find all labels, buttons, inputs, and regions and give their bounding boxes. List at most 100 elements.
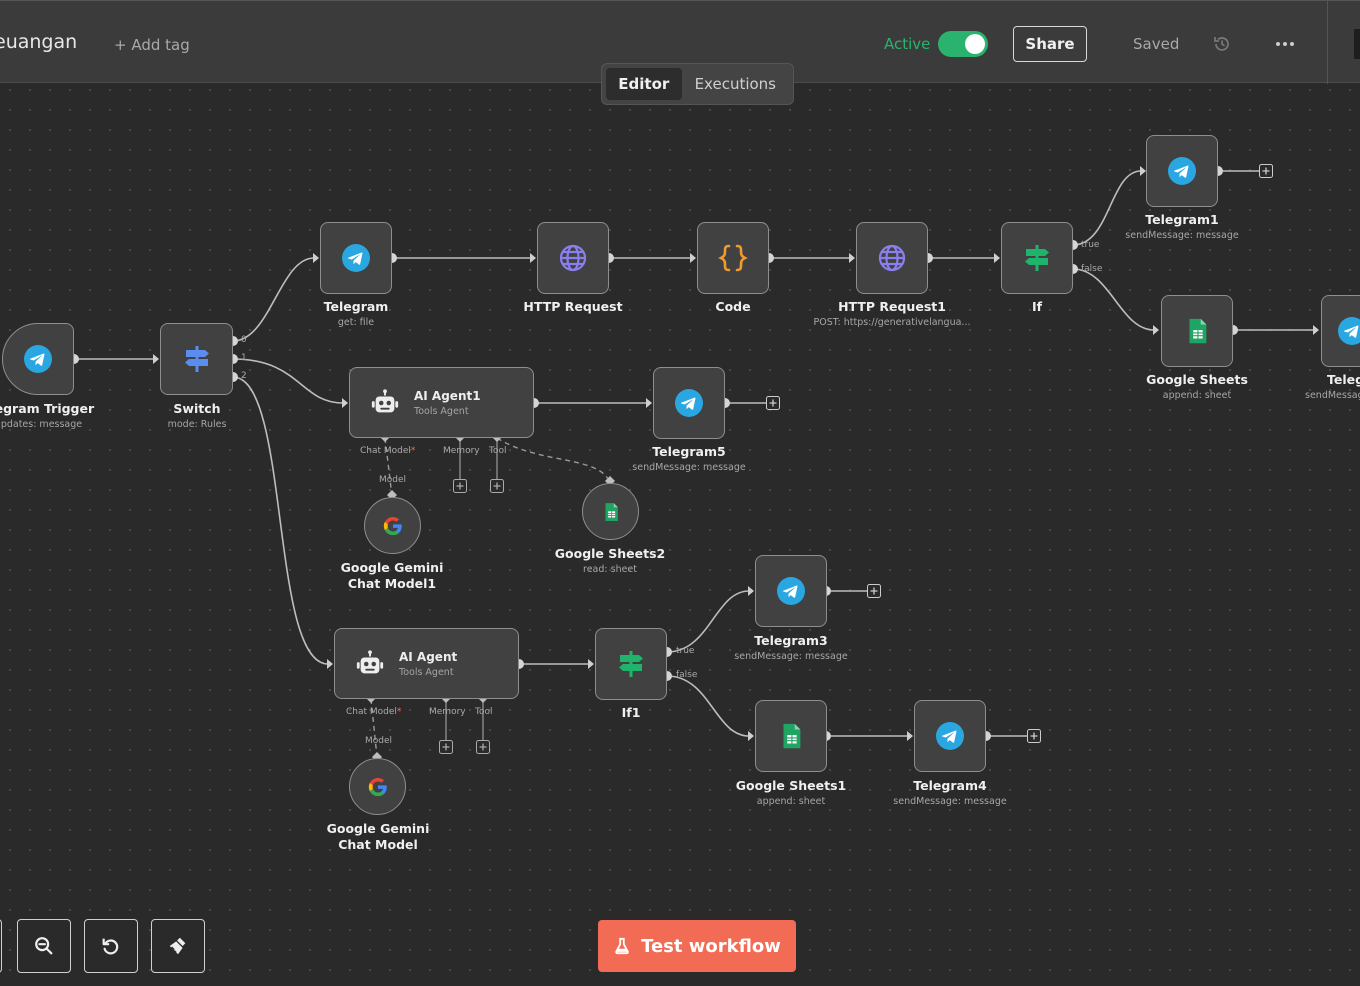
google-sheets-icon bbox=[783, 723, 801, 749]
connection bbox=[666, 675, 750, 737]
node-telegram1[interactable] bbox=[1146, 135, 1218, 207]
add-node-plus[interactable] bbox=[766, 396, 780, 410]
node-telegram4[interactable] bbox=[914, 700, 986, 772]
node-label: If bbox=[1031, 299, 1043, 314]
node-title: AI Agent1 bbox=[414, 388, 481, 403]
node-gemini-chat-model1[interactable] bbox=[364, 497, 421, 554]
node-telegram[interactable] bbox=[320, 222, 392, 294]
google-sheets-icon bbox=[1189, 318, 1207, 344]
telegram-icon bbox=[936, 722, 964, 750]
gemini-model-port: Model bbox=[365, 736, 393, 746]
tidy-up-button[interactable] bbox=[151, 919, 205, 973]
node-label: Google Gemini Chat Model bbox=[326, 821, 430, 852]
agent-tool-port: Tool bbox=[475, 707, 493, 717]
node-label: HTTP Request bbox=[523, 299, 623, 314]
node-label: Google Gemini Chat Model1 bbox=[340, 560, 444, 591]
share-button[interactable]: Share bbox=[1013, 26, 1087, 62]
connection bbox=[1072, 268, 1155, 331]
if-icon bbox=[619, 651, 643, 677]
if1-output-false: false bbox=[676, 670, 698, 680]
tab-executions[interactable]: Executions bbox=[694, 75, 777, 93]
connection bbox=[232, 257, 315, 342]
connection bbox=[232, 376, 329, 665]
node-switch[interactable] bbox=[160, 323, 233, 395]
reset-zoom-button[interactable] bbox=[84, 919, 138, 973]
if1-output-true: true bbox=[676, 646, 695, 656]
test-workflow-button[interactable]: Test workflow bbox=[598, 920, 796, 972]
connection bbox=[666, 590, 750, 653]
toggle-knob bbox=[965, 34, 985, 54]
connection bbox=[232, 358, 344, 404]
google-icon bbox=[368, 777, 387, 796]
switch-icon bbox=[184, 346, 209, 372]
switch-output-0: 0 bbox=[241, 335, 247, 345]
node-telegram3[interactable] bbox=[755, 555, 827, 627]
undo-icon bbox=[102, 938, 119, 955]
header-divider bbox=[1327, 1, 1328, 84]
more-horizontal-icon[interactable] bbox=[1274, 34, 1296, 54]
robot-icon bbox=[356, 649, 384, 673]
add-memory-plus[interactable] bbox=[453, 479, 467, 493]
node-code[interactable] bbox=[697, 222, 769, 294]
zoom-out-button[interactable] bbox=[17, 919, 71, 973]
node-telegram5[interactable] bbox=[653, 367, 725, 439]
add-memory-plus[interactable] bbox=[439, 740, 453, 754]
add-tool-plus[interactable] bbox=[490, 479, 504, 493]
node-telegram-partial[interactable] bbox=[1321, 295, 1360, 367]
zoom-in-button-partial[interactable] bbox=[0, 919, 2, 973]
view-tabs: Editor Executions bbox=[601, 63, 794, 105]
telegram-icon bbox=[777, 577, 805, 605]
node-label: Code bbox=[715, 299, 751, 314]
workflow-name[interactable]: euangan bbox=[0, 31, 78, 53]
telegram-icon bbox=[1338, 317, 1360, 345]
node-http-request1[interactable] bbox=[856, 222, 928, 294]
add-node-plus[interactable] bbox=[867, 584, 881, 598]
if-icon bbox=[1025, 245, 1049, 271]
node-google-sheets1[interactable] bbox=[755, 700, 827, 772]
node-google-sheets2[interactable] bbox=[582, 483, 639, 540]
node-subtitle: Tools Agent bbox=[414, 405, 469, 417]
if-output-true: true bbox=[1081, 240, 1100, 250]
sub-connection bbox=[370, 698, 378, 758]
switch-output-2: 2 bbox=[241, 371, 247, 381]
telegram-icon bbox=[675, 389, 703, 417]
node-label: If1 bbox=[621, 705, 641, 720]
node-http-request[interactable] bbox=[537, 222, 609, 294]
history-icon[interactable] bbox=[1212, 34, 1232, 54]
node-gemini-chat-model[interactable] bbox=[349, 758, 406, 815]
gemini1-model-port: Model bbox=[379, 475, 407, 485]
add-node-plus[interactable] bbox=[1027, 729, 1041, 743]
add-node-plus[interactable] bbox=[1259, 164, 1273, 178]
add-tool-plus[interactable] bbox=[476, 740, 490, 754]
node-title: AI Agent bbox=[399, 649, 458, 664]
globe-icon bbox=[559, 244, 587, 272]
sub-connection bbox=[496, 437, 611, 484]
switch-output-1: 1 bbox=[241, 353, 247, 363]
tab-editor[interactable]: Editor bbox=[606, 68, 682, 100]
globe-icon bbox=[878, 244, 906, 272]
active-toggle[interactable] bbox=[938, 31, 988, 57]
node-google-sheets[interactable] bbox=[1161, 295, 1233, 367]
if-output-false: false bbox=[1081, 264, 1103, 274]
add-tag-button[interactable]: + Add tag bbox=[114, 36, 190, 54]
active-label: Active bbox=[884, 35, 931, 53]
node-if1[interactable] bbox=[595, 628, 667, 700]
code-braces-icon bbox=[718, 244, 748, 272]
agent-chat-model-port: Chat Model* bbox=[346, 707, 402, 717]
node-subtitle: Tools Agent bbox=[399, 666, 454, 678]
google-icon bbox=[383, 516, 402, 535]
node-telegram-trigger[interactable] bbox=[2, 323, 74, 395]
node-if[interactable] bbox=[1001, 222, 1073, 294]
flask-icon bbox=[615, 937, 629, 955]
